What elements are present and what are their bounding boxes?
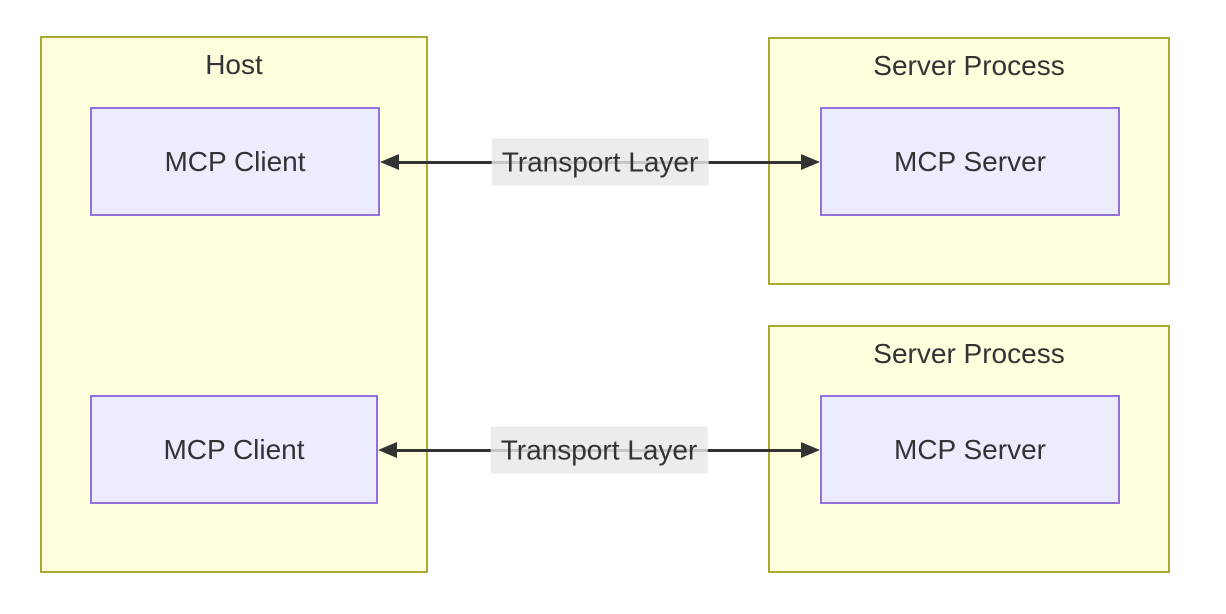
arrowhead-right-icon (801, 154, 820, 170)
arrowhead-left-icon (380, 154, 399, 170)
host-title: Host (205, 49, 263, 80)
server-process-title: Server Process (873, 50, 1065, 81)
arrowhead-right-icon (801, 442, 820, 458)
transport-edge-label: Transport Layer (491, 138, 709, 186)
mcp-server-node-2: MCP Server (820, 395, 1120, 504)
transport-edge-1: Transport Layer (380, 138, 820, 186)
mcp-server-node-1: MCP Server (820, 107, 1120, 216)
mcp-client-node-1: MCP Client (90, 107, 380, 216)
server-process-title: Server Process (873, 338, 1065, 369)
transport-edge-2: Transport Layer (378, 426, 820, 474)
arrowhead-left-icon (378, 442, 397, 458)
transport-edge-label: Transport Layer (490, 426, 708, 474)
mcp-client-node-2: MCP Client (90, 395, 378, 504)
